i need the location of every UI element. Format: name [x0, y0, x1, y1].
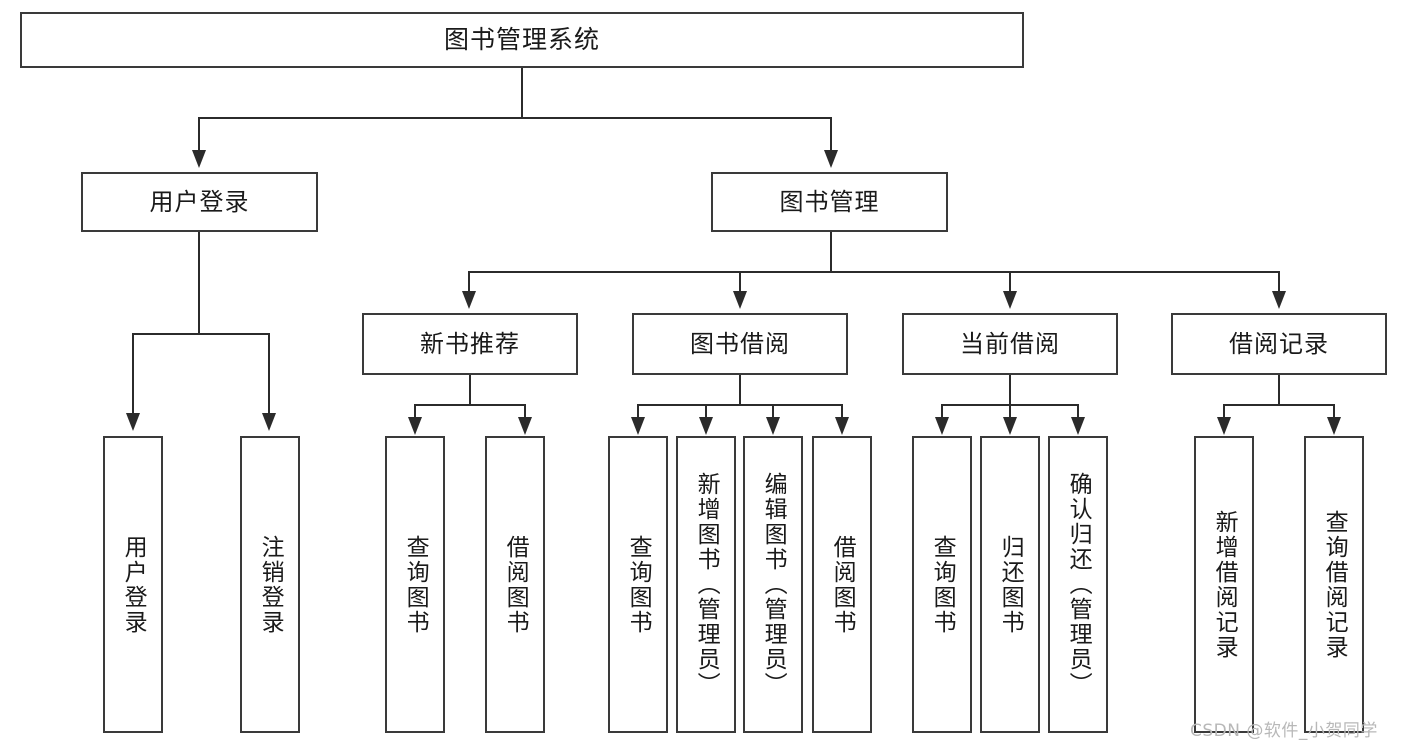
arrowhead-bb-leaf-2	[699, 417, 713, 435]
arrowhead-nbr-leaf-2	[518, 417, 532, 435]
node-label: 新增借阅记录	[1211, 509, 1238, 660]
leaf-br-add-record[interactable]: 新增借阅记录	[1194, 436, 1254, 733]
edge-cb-to-leaf-1	[941, 404, 943, 420]
leaf-user-login[interactable]: 用户登录	[103, 436, 163, 733]
edge-cb-to-leaf-2	[1009, 404, 1011, 420]
edge-user-login-stem	[198, 232, 200, 334]
edge-nbr-to-leaf-1	[414, 404, 416, 420]
arrowhead-nbr-leaf-1	[408, 417, 422, 435]
edge-root-to-book-manage	[830, 117, 832, 152]
node-new-book-recommend[interactable]: 新书推荐	[362, 313, 578, 375]
node-label: 借阅图书	[502, 534, 529, 635]
edge-br-bus	[1223, 404, 1335, 406]
node-label: 查询借阅记录	[1321, 509, 1348, 660]
node-label: 当前借阅	[960, 329, 1060, 358]
node-label: 编辑图书（管理员）	[760, 472, 787, 697]
leaf-cb-confirm-return-admin[interactable]: 确认归还（管理员）	[1048, 436, 1108, 733]
node-label: 查询图书	[929, 534, 956, 635]
arrowhead-book-borrow	[733, 291, 747, 309]
edge-bm-to-current-borrow	[1009, 271, 1011, 293]
arrowhead-br-leaf-1	[1217, 417, 1231, 435]
node-label: 图书管理系统	[443, 25, 600, 54]
arrowhead-borrow-records	[1272, 291, 1286, 309]
edge-bb-to-leaf-4	[841, 404, 843, 420]
leaf-nbr-borrow-book[interactable]: 借阅图书	[485, 436, 545, 733]
edge-root-to-user-login	[198, 117, 200, 152]
edge-bm-to-new-book	[468, 271, 470, 293]
arrowhead-bb-leaf-3	[766, 417, 780, 435]
leaf-cb-query-book[interactable]: 查询图书	[912, 436, 972, 733]
leaf-bb-edit-book-admin[interactable]: 编辑图书（管理员）	[743, 436, 803, 733]
edge-bb-bus	[637, 404, 843, 406]
node-book-manage[interactable]: 图书管理	[711, 172, 948, 232]
csdn-watermark: CSDN @软件_小贺同学	[1190, 721, 1378, 741]
arrowhead-new-book-recommend	[462, 291, 476, 309]
node-label: 查询图书	[625, 534, 652, 635]
edge-root-bus	[198, 117, 832, 119]
node-root-system[interactable]: 图书管理系统	[20, 12, 1024, 68]
leaf-bb-add-book-admin[interactable]: 新增图书（管理员）	[676, 436, 736, 733]
node-label: 借阅图书	[829, 534, 856, 635]
edge-br-stem	[1278, 375, 1280, 405]
leaf-br-query-record[interactable]: 查询借阅记录	[1304, 436, 1364, 733]
node-label: 查询图书	[402, 534, 429, 635]
edge-cb-stem	[1009, 375, 1011, 405]
arrowhead-bb-leaf-1	[631, 417, 645, 435]
node-label: 借阅记录	[1229, 329, 1329, 358]
edge-bb-to-leaf-1	[637, 404, 639, 420]
arrowhead-user-login	[192, 150, 206, 168]
node-book-borrow[interactable]: 图书借阅	[632, 313, 848, 375]
node-label: 归还图书	[997, 534, 1024, 635]
edge-book-manage-stem	[830, 232, 832, 272]
node-current-borrow[interactable]: 当前借阅	[902, 313, 1118, 375]
leaf-nbr-query-book[interactable]: 查询图书	[385, 436, 445, 733]
leaf-bb-query-book[interactable]: 查询图书	[608, 436, 668, 733]
arrowhead-br-leaf-2	[1327, 417, 1341, 435]
edge-user-login-to-leaf-1	[132, 333, 134, 415]
node-label: 图书借阅	[690, 329, 790, 358]
node-label: 确认归还（管理员）	[1065, 472, 1092, 697]
edge-nbr-to-leaf-2	[524, 404, 526, 420]
leaf-cb-return-book[interactable]: 归还图书	[980, 436, 1040, 733]
edge-br-to-leaf-1	[1223, 404, 1225, 420]
node-label: 图书管理	[779, 187, 880, 216]
arrowhead-leaf-logout	[262, 413, 276, 431]
edge-bb-to-leaf-3	[772, 404, 774, 420]
node-borrow-records[interactable]: 借阅记录	[1171, 313, 1387, 375]
leaf-bb-borrow-book[interactable]: 借阅图书	[812, 436, 872, 733]
node-label: 注销登录	[257, 534, 284, 635]
node-label: 用户登录	[120, 534, 147, 635]
edge-nbr-stem	[469, 375, 471, 405]
edge-nbr-bus	[414, 404, 526, 406]
node-label: 新增图书（管理员）	[693, 472, 720, 697]
edge-bm-to-borrow-records	[1278, 271, 1280, 293]
node-label: 新书推荐	[420, 329, 520, 358]
arrowhead-bb-leaf-4	[835, 417, 849, 435]
edge-bb-to-leaf-2	[705, 404, 707, 420]
leaf-logout[interactable]: 注销登录	[240, 436, 300, 733]
edge-bm-to-book-borrow	[739, 271, 741, 293]
edge-user-login-bus	[132, 333, 268, 335]
arrowhead-current-borrow	[1003, 291, 1017, 309]
edge-cb-to-leaf-3	[1077, 404, 1079, 420]
arrowhead-cb-leaf-1	[935, 417, 949, 435]
edge-book-manage-bus	[468, 271, 1280, 273]
edge-br-to-leaf-2	[1333, 404, 1335, 420]
node-user-login[interactable]: 用户登录	[81, 172, 318, 232]
edge-bb-stem	[739, 375, 741, 405]
node-label: 用户登录	[149, 187, 250, 216]
edge-user-login-to-leaf-2	[268, 333, 270, 415]
arrowhead-cb-leaf-2	[1003, 417, 1017, 435]
edge-root-stem	[521, 68, 523, 118]
arrowhead-cb-leaf-3	[1071, 417, 1085, 435]
arrowhead-book-manage	[824, 150, 838, 168]
arrowhead-leaf-user-login	[126, 413, 140, 431]
